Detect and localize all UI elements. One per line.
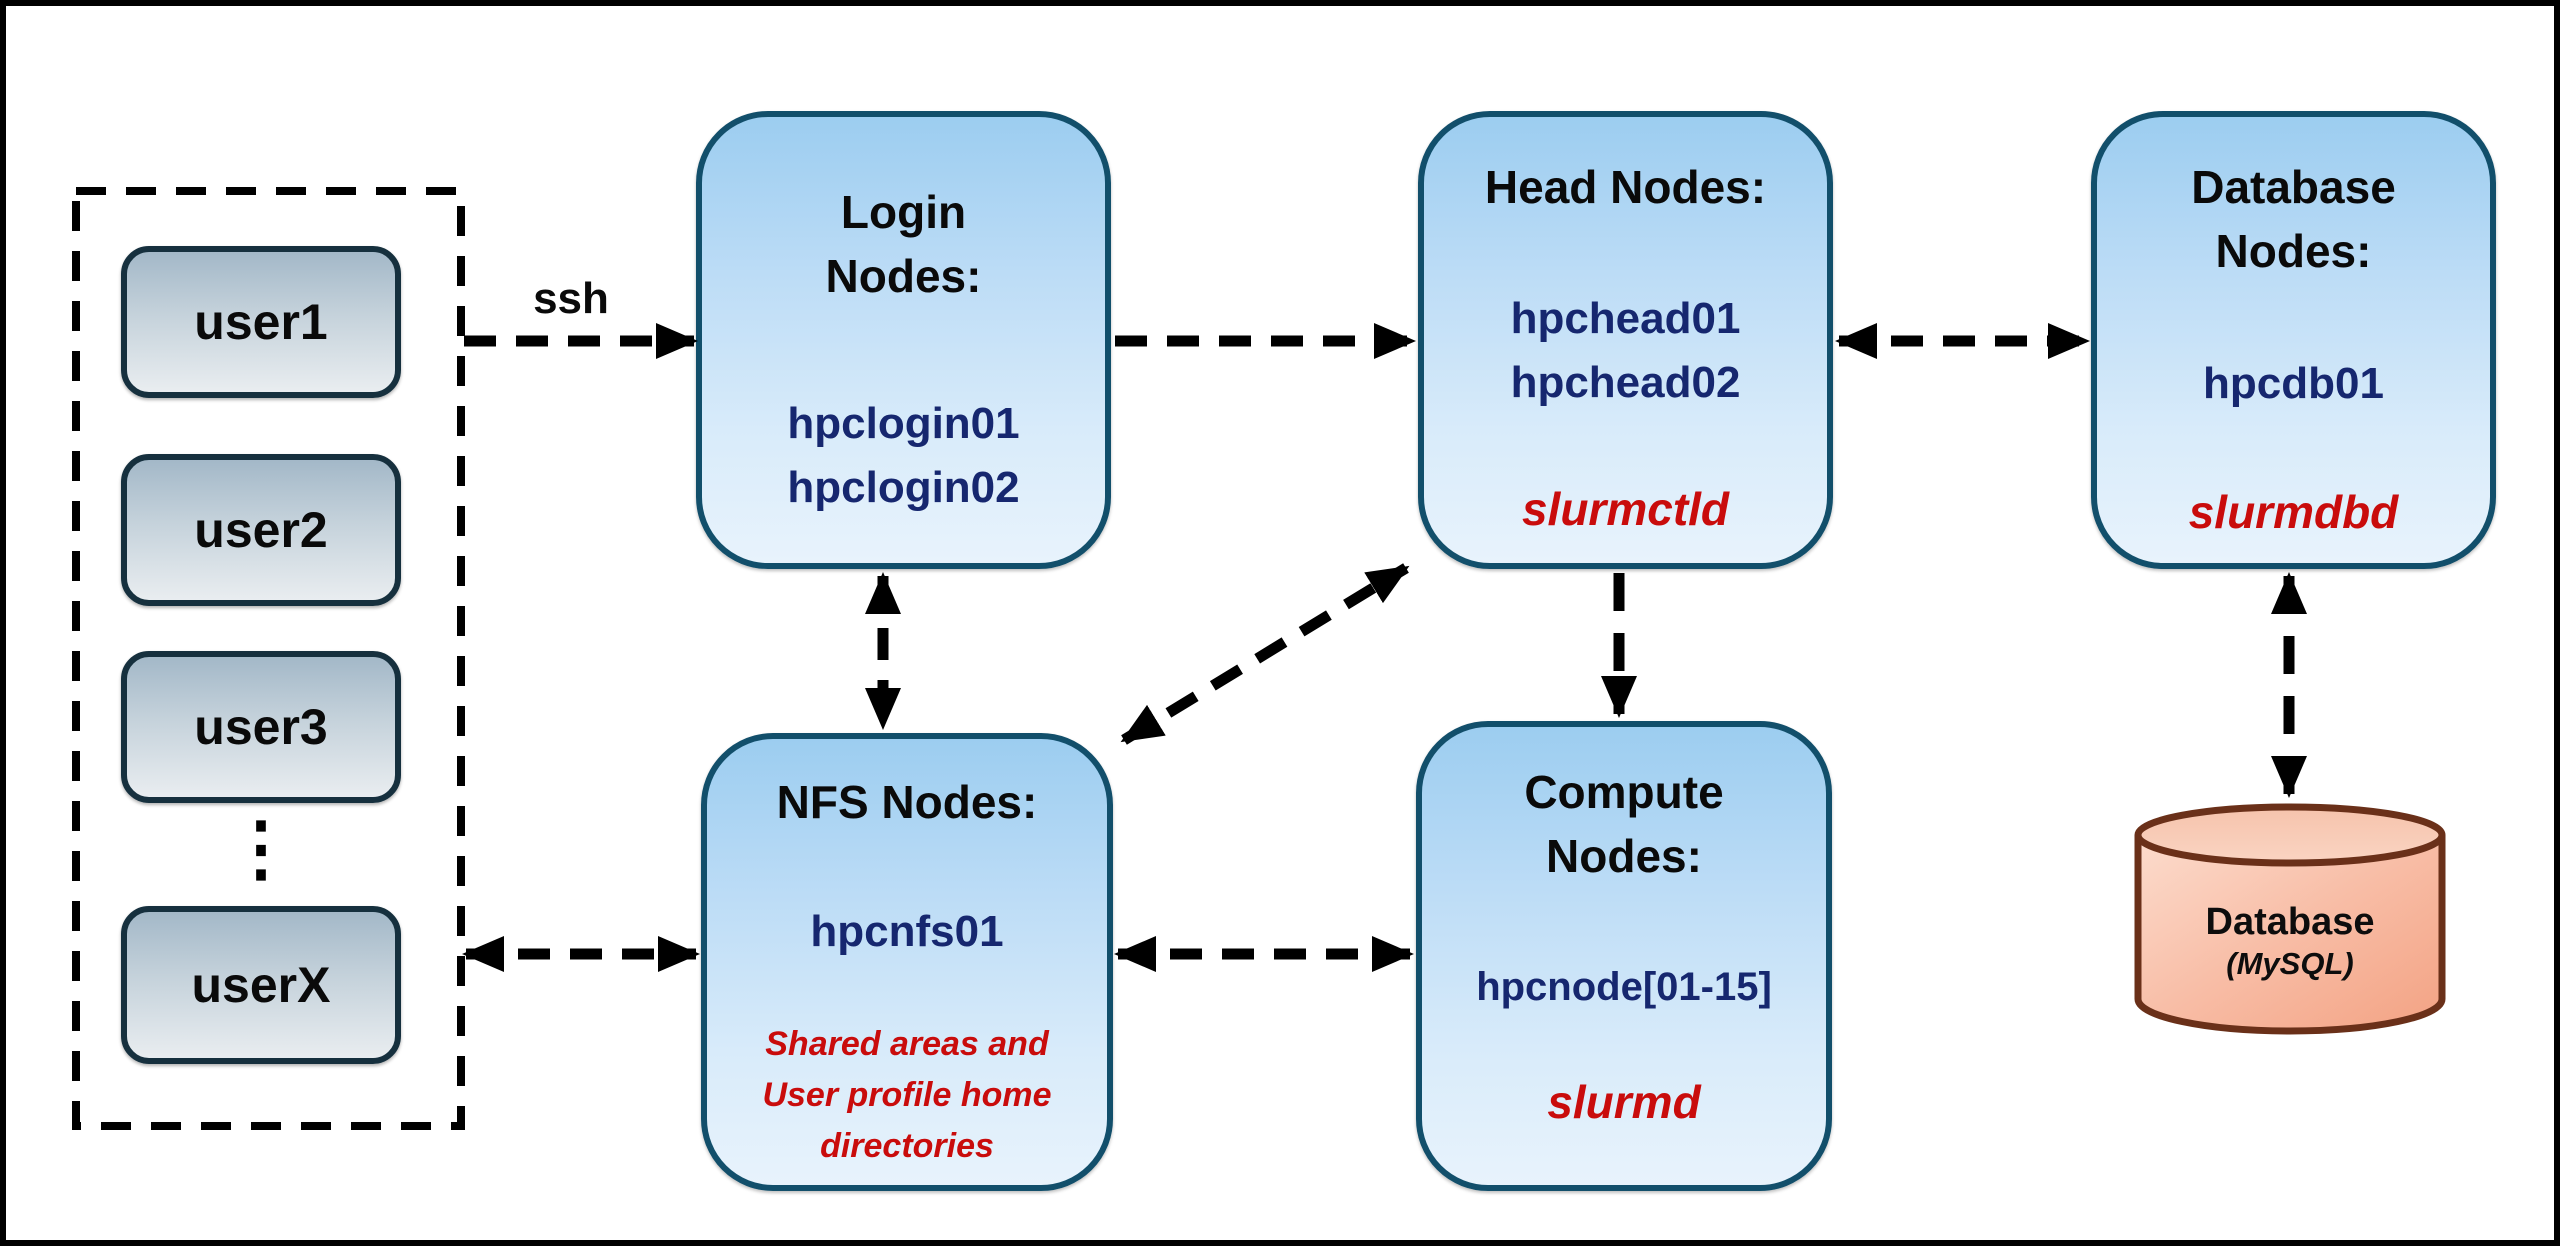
title-line: NFS Nodes:: [776, 776, 1038, 828]
note-line: User profile home: [762, 1076, 1052, 1114]
datastore-name: Database: [2206, 901, 2375, 943]
login-hosts: hpclogin01 hpclogin02: [702, 392, 1105, 520]
database-nodes-title: Database Nodes:: [2097, 155, 2490, 283]
nfs-nodes-title: NFS Nodes:: [707, 770, 1107, 834]
cylinder-top: [2134, 803, 2446, 867]
hostname: hpcdb01: [2203, 359, 2384, 408]
login-nodes-title: Login Nodes:: [702, 180, 1105, 308]
compute-nodes-title: Compute Nodes:: [1422, 760, 1826, 888]
user-label: user3: [194, 699, 328, 755]
cylinder-body: [2134, 835, 2446, 1035]
hostname: hpclogin02: [787, 463, 1020, 512]
database-hosts: hpcdb01: [2097, 352, 2490, 416]
nfs-nodes-box: NFS Nodes: hpcnfs01 Shared areas and Use…: [701, 733, 1113, 1191]
title-line: Nodes:: [2215, 225, 2372, 277]
head-daemon: slurmctld: [1521, 483, 1730, 535]
arrow-head-nfs: [1120, 563, 1410, 745]
compute-daemon: slurmd: [1547, 1076, 1701, 1128]
database-nodes-box: Database Nodes: hpcdb01 slurmdbd: [2091, 111, 2496, 569]
title-line: Head Nodes:: [1484, 161, 1767, 213]
nfs-hosts: hpcnfs01: [707, 900, 1107, 964]
user-box-x: userX: [121, 906, 401, 1064]
compute-nodes-box: Compute Nodes: hpcnode[01-15] slurmd: [1416, 721, 1832, 1191]
user-box-2: user2: [121, 454, 401, 606]
compute-hosts: hpcnode[01-15]: [1422, 955, 1826, 1019]
mysql-database-cylinder: Database (MySQL): [2131, 801, 2449, 1036]
database-cylinder-icon: Database (MySQL): [2134, 803, 2446, 1035]
users-ellipsis: ⋮: [225, 809, 297, 889]
note-line: Shared areas and: [765, 1025, 1049, 1063]
head-hosts: hpchead01 hpchead02: [1424, 287, 1827, 415]
title-line: Database: [2191, 161, 2396, 213]
title-line: Login: [840, 186, 967, 238]
users-group: user1 user2 user3 ⋮ userX: [76, 191, 461, 1126]
nfs-note: Shared areas and User profile home direc…: [707, 1019, 1107, 1172]
head-nodes-box: Head Nodes: hpchead01 hpchead02 slurmctl…: [1418, 111, 1833, 569]
title-line: Nodes:: [825, 250, 982, 302]
hostname: hpclogin01: [787, 399, 1020, 448]
hostname: hpcnfs01: [810, 907, 1004, 956]
head-nodes-title: Head Nodes:: [1424, 155, 1827, 219]
title-line: Nodes:: [1546, 830, 1702, 882]
note-line: directories: [820, 1127, 994, 1165]
datastore-engine: (MySQL): [2226, 946, 2353, 981]
hostname: hpcnode[01-15]: [1476, 965, 1772, 1009]
ssh-label: ssh: [533, 274, 609, 323]
user-label: userX: [191, 957, 331, 1013]
user-label: user1: [194, 294, 328, 350]
hostname: hpchead01: [1510, 294, 1741, 343]
user-box-3: user3: [121, 651, 401, 803]
database-daemon: slurmdbd: [2188, 486, 2399, 538]
hostname: hpchead02: [1510, 358, 1741, 407]
user-box-1: user1: [121, 246, 401, 398]
login-nodes-box: Login Nodes: hpclogin01 hpclogin02: [696, 111, 1111, 569]
user-label: user2: [194, 502, 328, 558]
title-line: Compute: [1524, 766, 1724, 818]
